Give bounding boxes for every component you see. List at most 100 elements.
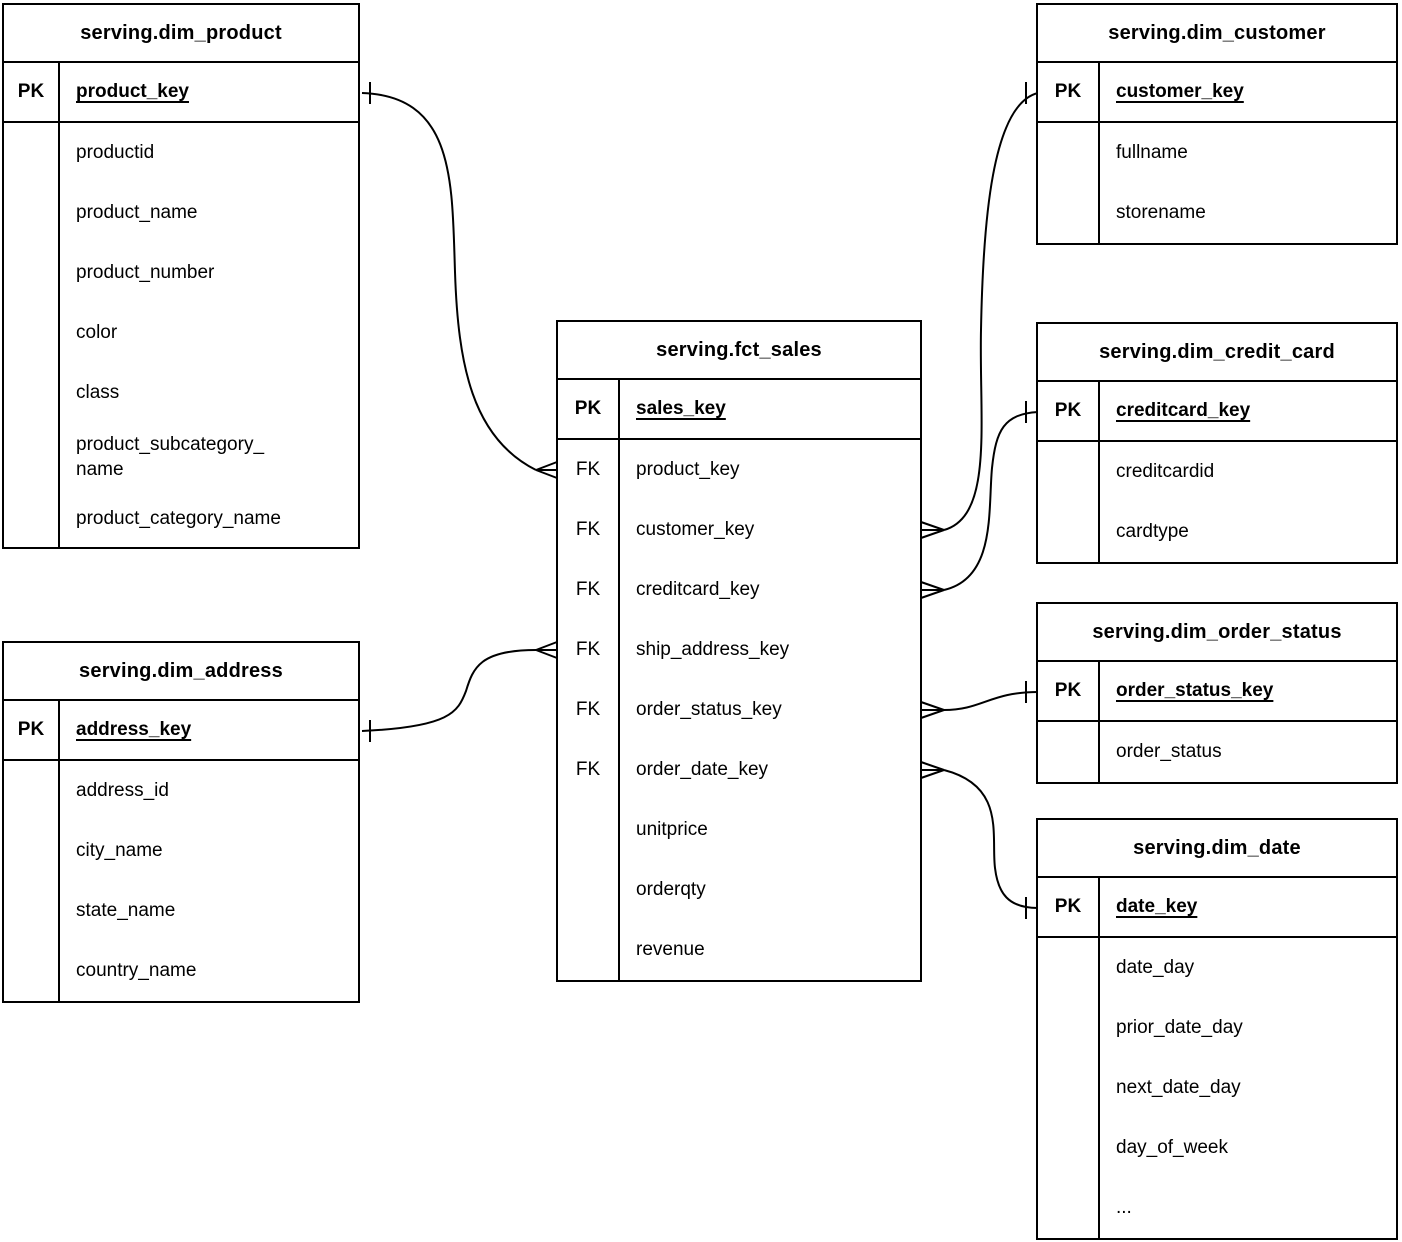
field-name: ship_address_key bbox=[636, 639, 790, 661]
table-fct-sales: serving.fct_sales PK sales_key FK produc… bbox=[556, 320, 922, 982]
field-name: product_number bbox=[76, 262, 215, 284]
table-row: unitprice bbox=[558, 800, 920, 860]
table-dim-address: serving.dim_address PK address_key addre… bbox=[2, 641, 360, 1003]
fk-label: FK bbox=[558, 620, 620, 680]
fk-label: FK bbox=[558, 440, 620, 500]
table-row: storename bbox=[1038, 183, 1396, 243]
field-name: color bbox=[76, 322, 118, 344]
table-dim-date: serving.dim_date PK date_key date_day pr… bbox=[1036, 818, 1398, 1240]
field-name: creditcard_key bbox=[636, 579, 760, 601]
table-row: class bbox=[4, 363, 358, 423]
pk-field-name: address_key bbox=[76, 719, 192, 741]
table-dim-credit-card: serving.dim_credit_card PK creditcard_ke… bbox=[1036, 322, 1398, 564]
table-row: address_id bbox=[4, 761, 358, 821]
connector-line bbox=[943, 769, 1039, 909]
field-name: unitprice bbox=[636, 819, 708, 841]
table-row: color bbox=[4, 303, 358, 363]
table-row: ... bbox=[1038, 1178, 1396, 1238]
fk-label: FK bbox=[558, 680, 620, 740]
field-name: order_date_key bbox=[636, 759, 769, 781]
connector-line bbox=[943, 92, 1039, 531]
field-name: order_status bbox=[1116, 741, 1222, 763]
crow-foot-many-icon bbox=[535, 461, 558, 479]
pk-field-name: date_key bbox=[1116, 896, 1198, 918]
field-name: state_name bbox=[76, 900, 176, 922]
table-dim-customer: serving.dim_customer PK customer_key ful… bbox=[1036, 3, 1398, 245]
table-title: serving.dim_date bbox=[1038, 820, 1396, 878]
field-name: productid bbox=[76, 142, 155, 164]
table-row: orderqty bbox=[558, 860, 920, 920]
relationship-address-to-sales bbox=[361, 641, 558, 742]
table-row: country_name bbox=[4, 941, 358, 1001]
field-name: cardtype bbox=[1116, 521, 1189, 543]
table-title: serving.dim_product bbox=[4, 5, 358, 63]
field-name: product_key bbox=[636, 459, 740, 481]
pk-field-name: customer_key bbox=[1116, 81, 1244, 103]
field-name: product_name bbox=[76, 202, 198, 224]
relationship-sales-to-credit-card bbox=[920, 401, 1039, 599]
field-name: prior_date_day bbox=[1116, 1017, 1243, 1039]
pk-field-name: product_key bbox=[76, 81, 189, 103]
table-row: FK ship_address_key bbox=[558, 620, 920, 680]
pk-label: PK bbox=[1038, 662, 1100, 720]
table-row: prior_date_day bbox=[1038, 998, 1396, 1058]
table-title: serving.dim_address bbox=[4, 643, 358, 701]
pk-label: PK bbox=[4, 701, 60, 759]
field-name: date_day bbox=[1116, 957, 1195, 979]
relationship-product-to-sales bbox=[361, 82, 558, 479]
field-name: customer_key bbox=[636, 519, 755, 541]
table-row: order_status bbox=[1038, 722, 1396, 782]
field-name: city_name bbox=[76, 840, 163, 862]
pk-label: PK bbox=[1038, 878, 1100, 936]
table-row: city_name bbox=[4, 821, 358, 881]
table-dim-order-status: serving.dim_order_status PK order_status… bbox=[1036, 602, 1398, 784]
relationship-sales-to-order-status bbox=[920, 681, 1039, 719]
pk-field-name: sales_key bbox=[636, 398, 726, 420]
crow-foot-many-icon bbox=[535, 641, 558, 659]
relationship-sales-to-customer bbox=[920, 82, 1039, 539]
crow-foot-many-icon bbox=[920, 701, 945, 719]
pk-field-name: creditcard_key bbox=[1116, 400, 1251, 422]
table-row: product_name bbox=[4, 183, 358, 243]
table-row: state_name bbox=[4, 881, 358, 941]
table-row: revenue bbox=[558, 920, 920, 980]
table-row: product_number bbox=[4, 243, 358, 303]
relationship-sales-to-date bbox=[920, 761, 1039, 919]
table-row: FK order_date_key bbox=[558, 740, 920, 800]
pk-field-name: order_status_key bbox=[1116, 680, 1274, 702]
connector-line bbox=[361, 649, 537, 732]
table-title: serving.dim_credit_card bbox=[1038, 324, 1396, 382]
connector-line bbox=[943, 691, 1039, 711]
field-name: orderqty bbox=[636, 879, 706, 901]
field-name: product_category_name bbox=[76, 508, 281, 530]
table-title: serving.dim_customer bbox=[1038, 5, 1396, 63]
table-row: PK address_key bbox=[4, 701, 358, 761]
field-name: product_subcategory_ name bbox=[76, 433, 265, 480]
field-name: country_name bbox=[76, 960, 197, 982]
table-row: FK product_key bbox=[558, 440, 920, 500]
table-row: FK customer_key bbox=[558, 500, 920, 560]
table-title: serving.dim_order_status bbox=[1038, 604, 1396, 662]
field-name: day_of_week bbox=[1116, 1137, 1228, 1159]
table-row: PK date_key bbox=[1038, 878, 1396, 938]
table-row: PK product_key bbox=[4, 63, 358, 123]
table-row: date_day bbox=[1038, 938, 1396, 998]
table-row: cardtype bbox=[1038, 502, 1396, 562]
field-name: class bbox=[76, 382, 120, 404]
table-row: product_subcategory_ name bbox=[4, 423, 358, 491]
field-name: creditcardid bbox=[1116, 461, 1215, 483]
pk-label: PK bbox=[4, 63, 60, 121]
field-name: storename bbox=[1116, 202, 1206, 224]
table-row: day_of_week bbox=[1038, 1118, 1396, 1178]
table-row: PK order_status_key bbox=[1038, 662, 1396, 722]
fk-label: FK bbox=[558, 500, 620, 560]
field-name: ... bbox=[1116, 1197, 1132, 1219]
pk-label: PK bbox=[558, 380, 620, 438]
fk-label: FK bbox=[558, 740, 620, 800]
table-row: productid bbox=[4, 123, 358, 183]
table-title: serving.fct_sales bbox=[558, 322, 920, 380]
field-name: order_status_key bbox=[636, 699, 782, 721]
field-name: next_date_day bbox=[1116, 1077, 1241, 1099]
